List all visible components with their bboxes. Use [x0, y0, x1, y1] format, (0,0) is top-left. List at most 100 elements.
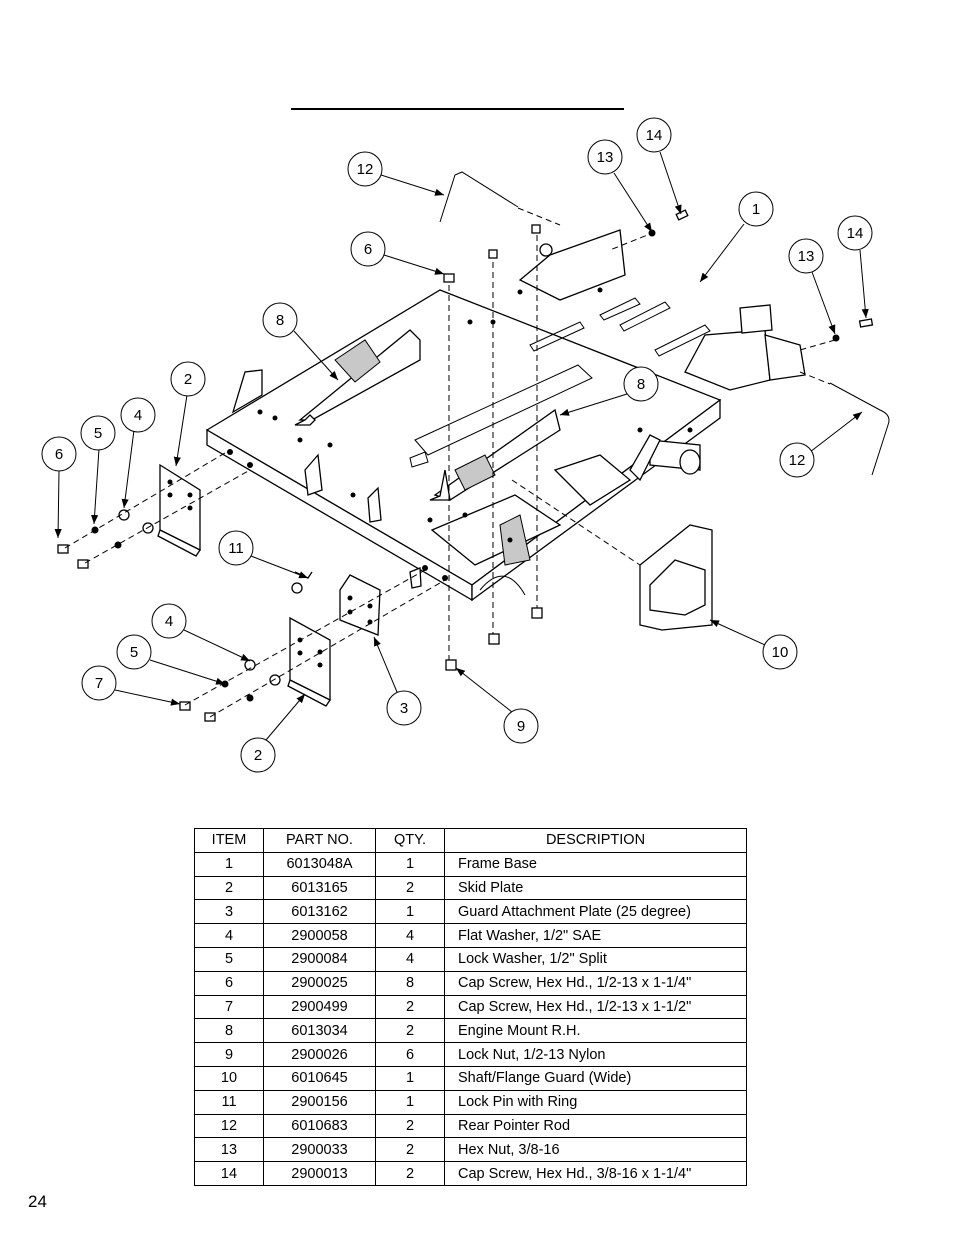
cell-qty: 8 [375, 970, 445, 996]
cell-description: Guard Attachment Plate (25 degree) [444, 899, 747, 925]
cell-qty: 2 [375, 1113, 445, 1139]
cell-part-no: 2900033 [263, 1137, 376, 1163]
cell-part-no: 2900499 [263, 994, 376, 1020]
svg-text:11: 11 [228, 540, 244, 557]
cell-part-no: 6013048A [263, 851, 376, 877]
header-item: ITEM [194, 828, 264, 853]
callout-4-top: 4 [120, 397, 156, 433]
title-underline [291, 108, 624, 110]
cell-item: 9 [194, 1042, 264, 1067]
cell-description: Cap Screw, Hex Hd., 1/2-13 x 1-1/4" [444, 970, 747, 996]
svg-text:6: 6 [55, 446, 63, 463]
cell-item: 1 [194, 851, 264, 877]
cell-description: Frame Base [444, 851, 747, 877]
callout-3: 3 [386, 690, 422, 726]
header-qty: QTY. [375, 828, 445, 853]
cell-qty: 2 [375, 994, 445, 1020]
cell-qty: 6 [375, 1042, 445, 1067]
svg-text:4: 4 [134, 407, 142, 424]
cell-item: 4 [194, 923, 264, 948]
svg-text:14: 14 [646, 127, 663, 144]
svg-text:13: 13 [597, 149, 614, 166]
table-header-row: ITEM PART NO. QTY. DESCRIPTION [194, 828, 747, 853]
callout-11: 11 [218, 530, 254, 566]
cell-part-no: 2900013 [263, 1161, 376, 1186]
cell-item: 7 [194, 994, 264, 1020]
cell-item: 3 [194, 899, 264, 925]
cell-qty: 1 [375, 1065, 445, 1091]
cell-item: 2 [194, 875, 264, 901]
cell-qty: 4 [375, 946, 445, 972]
callout-2-bottom: 2 [240, 737, 276, 773]
svg-text:12: 12 [789, 452, 806, 469]
cell-part-no: 6010683 [263, 1113, 376, 1139]
svg-text:14: 14 [847, 225, 864, 242]
cell-item: 6 [194, 970, 264, 996]
svg-text:7: 7 [95, 675, 103, 692]
cell-description: Shaft/Flange Guard (Wide) [444, 1065, 747, 1091]
callout-5-top: 5 [80, 415, 116, 451]
cell-item: 8 [194, 1018, 264, 1044]
callout-13-top: 13 [587, 139, 623, 175]
cell-qty: 2 [375, 1137, 445, 1163]
cell-qty: 1 [375, 899, 445, 925]
svg-text:10: 10 [772, 644, 789, 661]
cell-description: Flat Washer, 1/2" SAE [444, 923, 747, 948]
callout-8-right: 8 [623, 366, 659, 402]
callout-13-right: 13 [788, 238, 824, 274]
frame-base-drawing [205, 229, 806, 602]
cell-item: 12 [194, 1113, 264, 1139]
cell-qty: 1 [375, 851, 445, 877]
svg-text:5: 5 [94, 425, 102, 442]
cell-item: 10 [194, 1065, 264, 1091]
rear-pointer-rods-drawing [439, 171, 890, 476]
header-part-no: PART NO. [263, 828, 376, 853]
callout-2-top: 2 [170, 361, 206, 397]
callout-1: 1 [738, 191, 774, 227]
cell-part-no: 6013165 [263, 875, 376, 901]
cell-description: Rear Pointer Rod [444, 1113, 747, 1139]
cell-qty: 1 [375, 1089, 445, 1115]
callout-14-top: 14 [636, 117, 672, 153]
cell-description: Lock Pin with Ring [444, 1089, 747, 1115]
callout-12-top: 12 [347, 151, 383, 187]
cell-part-no: 6013162 [263, 899, 376, 925]
svg-text:6: 6 [364, 241, 372, 258]
shaft-flange-guard-drawing [639, 524, 713, 631]
svg-text:9: 9 [517, 718, 525, 735]
svg-text:12: 12 [357, 161, 374, 178]
cell-part-no: 6013034 [263, 1018, 376, 1044]
callout-12-right: 12 [779, 442, 815, 478]
page-number: 24 [28, 1192, 47, 1211]
svg-text:8: 8 [276, 312, 284, 329]
cell-qty: 4 [375, 923, 445, 948]
assembly-centerlines [64, 207, 836, 718]
cell-item: 11 [194, 1089, 264, 1115]
callout-6-top: 6 [350, 231, 386, 267]
callout-5-bottom: 5 [116, 634, 152, 670]
callout-10: 10 [762, 634, 798, 670]
svg-text:8: 8 [637, 376, 645, 393]
cell-description: Lock Washer, 1/2" Split [444, 946, 747, 972]
cell-part-no: 6010645 [263, 1065, 376, 1091]
svg-text:3: 3 [400, 700, 408, 717]
header-description: DESCRIPTION [444, 828, 747, 853]
cell-qty: 2 [375, 875, 445, 901]
guard-attachment-plate-drawing [339, 574, 381, 636]
svg-text:1: 1 [752, 201, 760, 218]
callout-14-right: 14 [837, 215, 873, 251]
cell-part-no: 2900026 [263, 1042, 376, 1067]
cell-item: 13 [194, 1137, 264, 1163]
